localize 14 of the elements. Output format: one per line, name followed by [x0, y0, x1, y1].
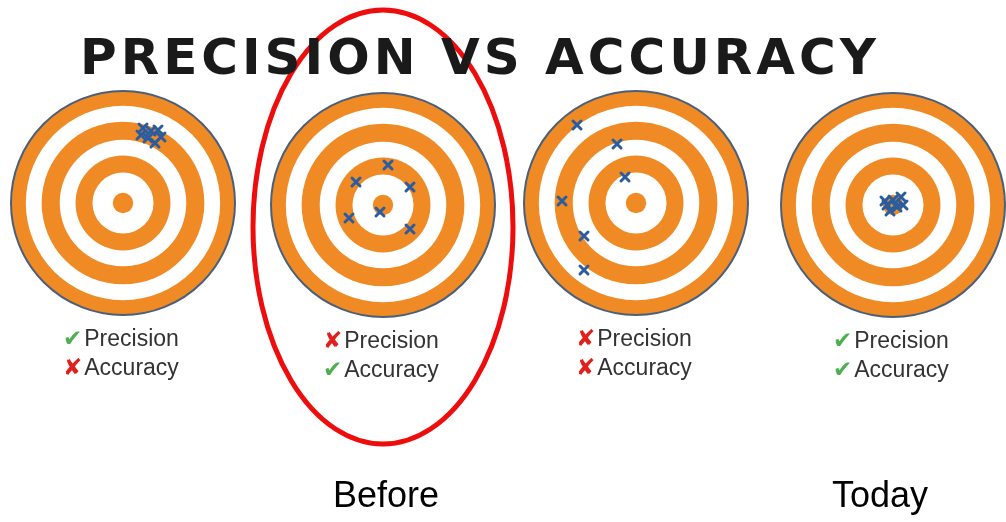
target-label: ✔Accuracy	[323, 358, 439, 381]
target-label: ✘Precision	[323, 329, 439, 352]
column-caption: Today	[831, 477, 929, 513]
target-label: ✘Precision	[576, 327, 692, 350]
target-label: ✔Precision	[63, 327, 179, 350]
target-drawing	[270, 92, 496, 318]
target-label: ✔Precision	[833, 329, 949, 352]
target-drawing	[780, 92, 1006, 318]
target-drawing	[523, 90, 749, 316]
target-label: ✔Accuracy	[833, 358, 949, 381]
target-label: ✘Accuracy	[576, 356, 692, 379]
target-drawing	[10, 90, 236, 316]
column-caption: Before	[332, 477, 440, 513]
target-label: ✘Accuracy	[63, 356, 179, 379]
